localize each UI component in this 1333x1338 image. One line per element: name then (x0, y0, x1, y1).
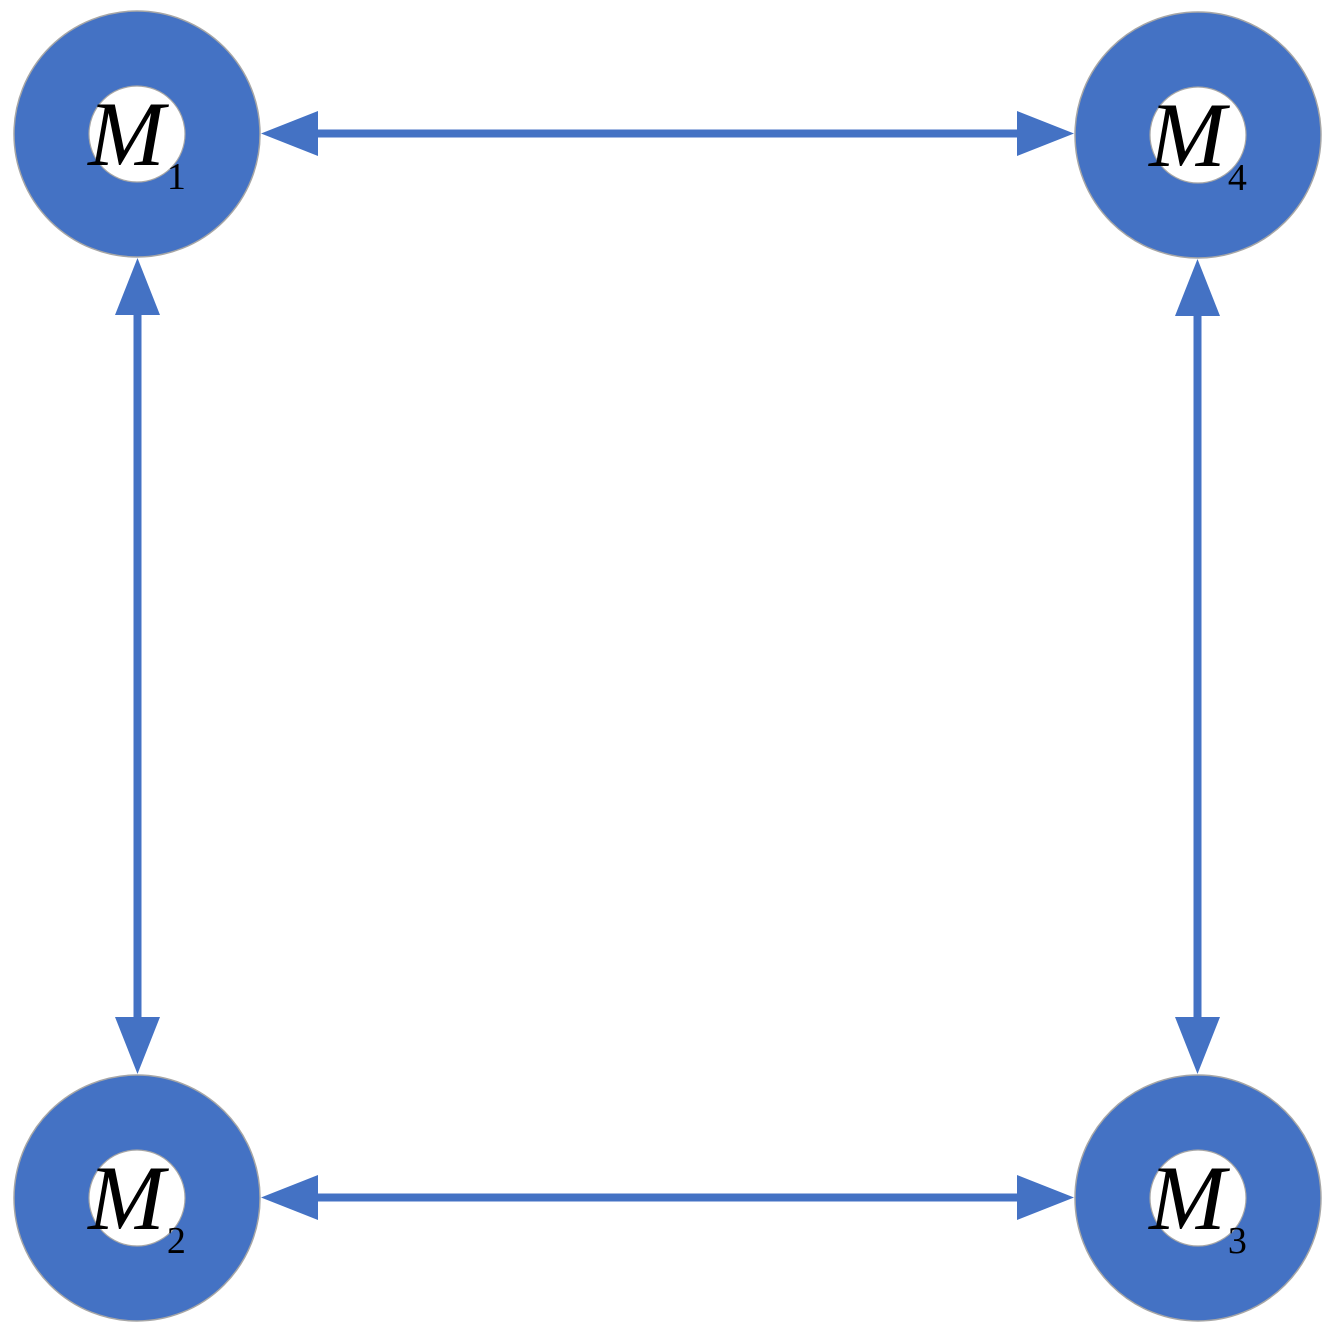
node-m4 (1074, 11, 1322, 259)
edge-m1-m2 (115, 258, 160, 1074)
edge-m1-m4 (261, 111, 1074, 156)
node-m3-hole (1149, 1149, 1247, 1247)
arrow-head-right-icon (1017, 111, 1074, 156)
node-m2 (13, 1074, 261, 1322)
node-m1-hole (88, 85, 186, 183)
arrow-head-up-icon (1175, 259, 1220, 316)
arrow-head-left-icon (261, 1175, 318, 1220)
node-label-m4-subscript: 4 (1227, 157, 1247, 199)
node-label-m2-letter: M (88, 1147, 165, 1249)
node-m2-hole (88, 1149, 186, 1247)
node-label-m1-subscript: 1 (166, 156, 186, 198)
arrow-head-right-icon (1017, 1175, 1074, 1220)
node-label-m3-subscript: 3 (1227, 1220, 1247, 1262)
node-label-m1-letter: M (88, 83, 165, 185)
node-m1 (13, 10, 261, 258)
node-label-m3-letter: M (1149, 1147, 1226, 1249)
arrow-head-left-icon (261, 111, 318, 156)
arrow-head-up-icon (115, 258, 160, 315)
node-label-m2-subscript: 2 (166, 1220, 186, 1262)
node-m4-hole (1149, 86, 1247, 184)
edge-m4-m3 (1175, 259, 1220, 1074)
arrow-head-down-icon (115, 1017, 160, 1074)
node-m3 (1074, 1074, 1322, 1322)
node-label-m4-letter: M (1149, 84, 1226, 186)
arrow-head-down-icon (1175, 1017, 1220, 1074)
edge-m2-m3 (261, 1175, 1074, 1220)
